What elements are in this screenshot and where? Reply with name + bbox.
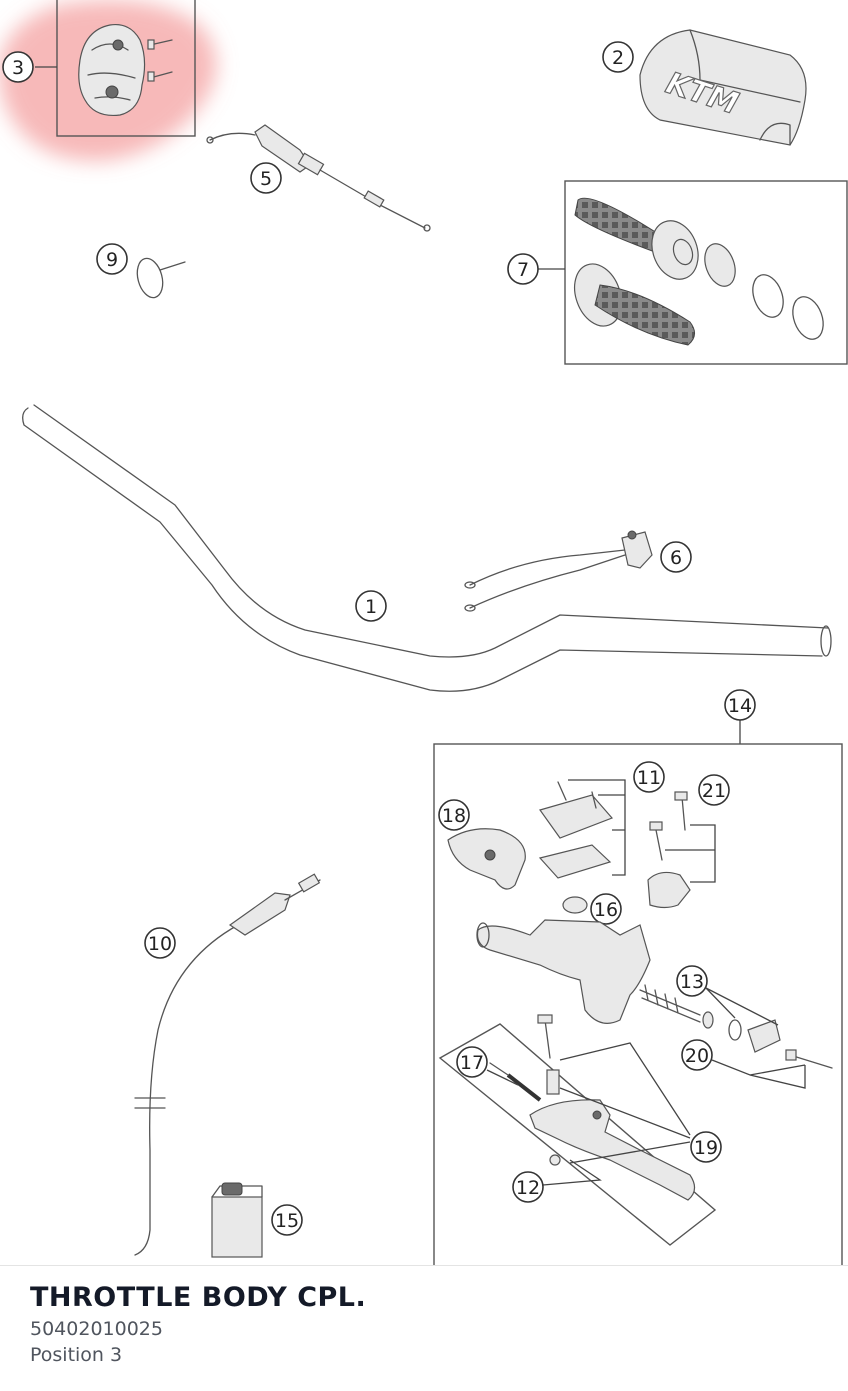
callout-12[interactable]: 14 xyxy=(724,689,756,721)
svg-text:16: 16 xyxy=(594,899,618,921)
part-9-cable-tie[interactable]: 9 xyxy=(96,243,186,300)
part-number: 50402010025 xyxy=(30,1318,163,1340)
part-14-piston-spring[interactable]: 13 xyxy=(639,965,781,1053)
svg-text:7: 7 xyxy=(517,259,529,281)
part-16-diaphragm[interactable]: 16 xyxy=(562,893,622,925)
svg-text:5: 5 xyxy=(260,168,272,190)
svg-text:10: 10 xyxy=(148,933,172,955)
part-2-handlebar-pad[interactable]: KTM 2 xyxy=(602,29,807,146)
callout-7[interactable]: 7 xyxy=(507,253,565,285)
master-cylinder-body xyxy=(476,919,651,1024)
callout-18[interactable]: 18 xyxy=(438,799,470,831)
part-info-panel: THROTTLE BODY CPL. 50402010025 Position … xyxy=(0,1265,848,1391)
part-position: Position 3 xyxy=(30,1344,123,1366)
callout-6[interactable]: 6 xyxy=(660,541,692,573)
callout-13[interactable]: 12 xyxy=(512,1171,544,1203)
callout-1[interactable]: 1 xyxy=(355,590,387,622)
svg-text:14: 14 xyxy=(728,695,752,717)
svg-text:3: 3 xyxy=(12,57,24,79)
part-3-throttle-body[interactable]: 3 xyxy=(0,0,217,161)
part-15-reservoir-cover[interactable]: 11 xyxy=(538,761,665,879)
callout-15[interactable]: 11 xyxy=(633,761,665,793)
svg-text:1: 1 xyxy=(365,596,377,618)
svg-text:17: 17 xyxy=(460,1052,484,1074)
exploded-parts-diagram: 3 KTM 2 5 9 xyxy=(0,0,848,1265)
part-7-grip-set[interactable]: 7 xyxy=(507,180,848,365)
part-17-adjusting-screw[interactable]: 17 xyxy=(456,1046,542,1102)
svg-text:12: 12 xyxy=(516,1177,540,1199)
part-5-throttle-cable[interactable]: 5 xyxy=(206,124,431,232)
svg-text:20: 20 xyxy=(685,1045,709,1067)
callout-10[interactable]: 10 xyxy=(144,927,176,959)
part-1-handlebar[interactable]: 1 xyxy=(22,404,832,692)
svg-text:13: 13 xyxy=(680,971,704,993)
part-10-hose[interactable]: 10 xyxy=(134,873,321,1256)
part-18-protective-cap[interactable]: 18 xyxy=(438,799,526,890)
svg-text:19: 19 xyxy=(694,1137,718,1159)
svg-text:21: 21 xyxy=(702,780,726,802)
callout-14[interactable]: 13 xyxy=(676,965,708,997)
callout-20[interactable]: 20 xyxy=(681,1039,713,1071)
callout-2[interactable]: 2 xyxy=(602,41,634,73)
svg-text:9: 9 xyxy=(106,249,118,271)
callout-3[interactable]: 3 xyxy=(2,51,57,83)
part-11-brake-fluid-bottle[interactable]: 15 xyxy=(211,1182,303,1258)
svg-text:6: 6 xyxy=(670,547,682,569)
callout-19[interactable]: 19 xyxy=(690,1131,722,1163)
svg-text:15: 15 xyxy=(275,1210,299,1232)
svg-text:18: 18 xyxy=(442,805,466,827)
part-12-brake-assembly-group[interactable]: 14 11 18 xyxy=(433,689,843,1265)
callout-16[interactable]: 16 xyxy=(590,893,622,925)
callout-5[interactable]: 5 xyxy=(250,162,282,194)
svg-text:11: 11 xyxy=(637,767,661,789)
part-13-hand-brake-lever[interactable]: 12 xyxy=(438,1014,717,1246)
part-6-switch[interactable]: 6 xyxy=(464,530,692,612)
svg-text:2: 2 xyxy=(612,47,624,69)
part-19-lever-pivot[interactable]: 19 xyxy=(559,1042,722,1164)
callout-21[interactable]: 21 xyxy=(698,774,730,806)
part-20-push-rod[interactable]: 20 xyxy=(681,1039,833,1089)
callout-9[interactable]: 9 xyxy=(96,243,128,275)
callout-11[interactable]: 15 xyxy=(271,1204,303,1236)
part-name: THROTTLE BODY CPL. xyxy=(30,1282,367,1313)
callout-17[interactable]: 17 xyxy=(456,1046,488,1078)
part-21-clamp-bolts[interactable]: 21 xyxy=(647,774,730,909)
